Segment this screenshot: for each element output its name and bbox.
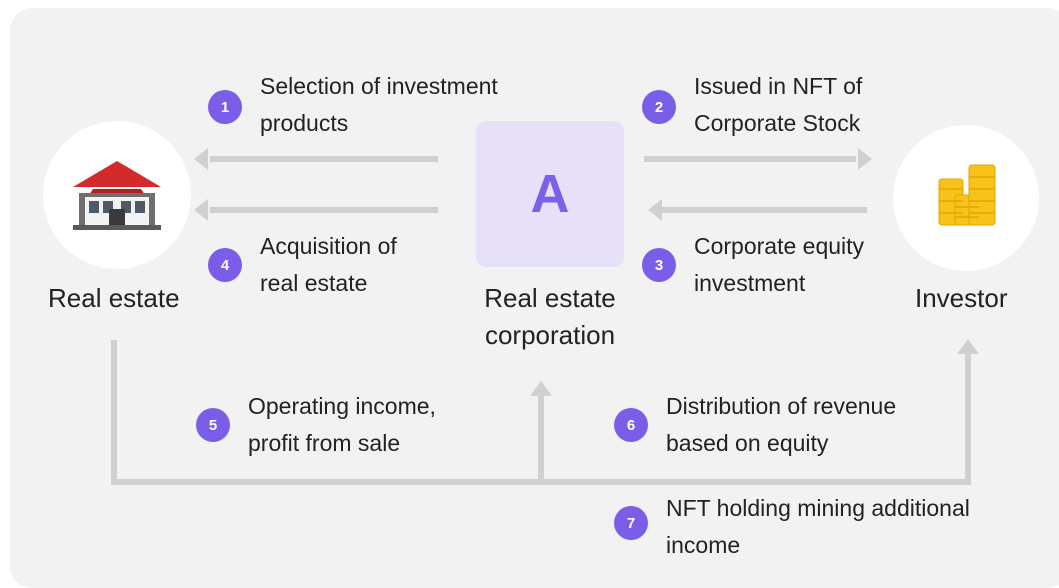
step-6-label: Distribution of revenue based on equity	[666, 388, 896, 462]
step-2-label-line1: Issued in NFT of	[694, 73, 863, 99]
step-5-label-line2: profit from sale	[248, 430, 401, 456]
step-6-label-line1: Distribution of revenue	[666, 393, 897, 419]
investor-node	[893, 125, 1039, 271]
house-icon	[73, 161, 161, 230]
step-5-label: Operating income, profit from sale	[248, 388, 436, 462]
step-4-label-line1: Acquisition of	[260, 233, 397, 259]
arrowhead-step-3	[648, 199, 662, 221]
gold-coins-icon	[938, 164, 996, 226]
corporation-letter: A	[530, 164, 570, 224]
step-7-label-line2: income	[666, 532, 741, 558]
step-2-label: Issued in NFT of Corporate Stock	[694, 68, 862, 142]
step-1-badge: 1	[208, 90, 242, 124]
step-4-label-line2: real estate	[260, 270, 368, 296]
arrowhead-step-5	[530, 381, 552, 396]
step-4-label: Acquisition of real estate	[260, 228, 397, 302]
step-3-label-line1: Corporate equity	[694, 233, 865, 259]
step-2-badge: 2	[642, 90, 676, 124]
corporation-node: A	[476, 121, 624, 267]
arrowhead-step-4	[194, 199, 208, 221]
connector-lines	[111, 148, 979, 485]
real-estate-node	[43, 121, 191, 269]
step-3-badge: 3	[642, 248, 676, 282]
step-1-label: Selection of investment products	[260, 68, 498, 142]
arrowhead-step-1	[194, 148, 208, 170]
step-3-label: Corporate equity investment	[694, 228, 864, 302]
step-7-label: NFT holding mining additional income	[666, 490, 970, 564]
arrowhead-investor	[957, 339, 979, 354]
step-7-label-line1: NFT holding mining additional	[666, 495, 970, 521]
step-1-label-line2: products	[260, 110, 349, 136]
investor-label: Investor	[915, 283, 1008, 313]
arrowhead-step-2	[858, 148, 872, 170]
real-estate-label: Real estate	[48, 283, 180, 313]
step-6-badge: 6	[614, 408, 648, 442]
corporation-label: Real estate corporation	[469, 280, 631, 354]
step-2-label-line2: Corporate Stock	[694, 110, 861, 136]
corporation-label-line1: Real estate	[484, 283, 616, 313]
corporation-label-line2: corporation	[484, 320, 616, 350]
step-4-badge: 4	[208, 248, 242, 282]
step-6-label-line2: based on equity	[666, 430, 829, 456]
step-5-label-line1: Operating income,	[248, 393, 436, 419]
flow-diagram: Real estate A Real estate corporation	[10, 8, 1059, 588]
step-1-label-line1: Selection of investment	[260, 73, 498, 99]
step-3-label-line2: investment	[694, 270, 806, 296]
step-7-badge: 7	[614, 506, 648, 540]
step-5-badge: 5	[196, 408, 230, 442]
